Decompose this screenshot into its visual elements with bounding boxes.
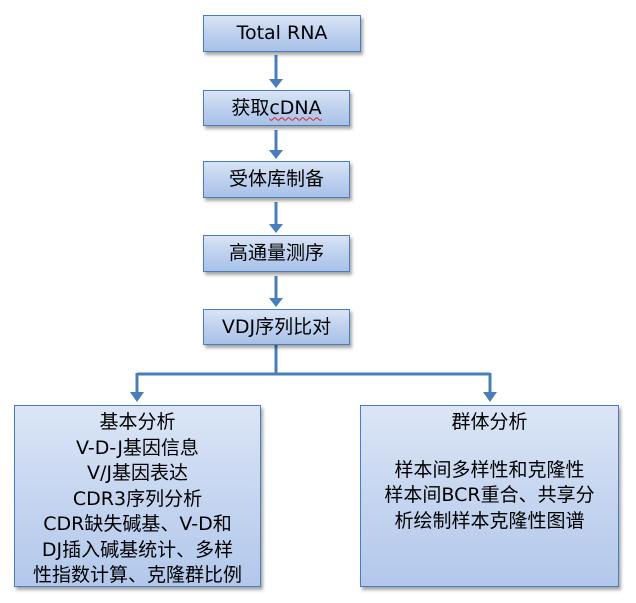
group-analysis-line: 样本间BCR重合、共享分 [384,484,595,506]
group-analysis-box: 群体分析 样本间多样性和克隆性 样本间BCR重合、共享分 析绘制样本克隆性图谱 [360,405,619,587]
step-vdj-alignment: VDJ序列比对 [203,309,350,345]
step-sequencing-label: 高通量测序 [228,242,324,264]
group-analysis-title: 群体分析 [451,411,528,433]
arrowhead-3 [269,224,283,233]
group-analysis-line: 析绘制样本克隆性图谱 [394,509,585,532]
arrowhead-4 [269,298,283,307]
basic-analysis-title: 基本分析 [99,411,176,433]
group-analysis-spacer [361,436,618,458]
basic-analysis-line: DJ插入碱基统计、多样 [41,538,234,561]
basic-analysis-line: V-D-J基因信息 [76,436,199,459]
branch-left-arrowhead [130,392,144,402]
step-total-rna-label: Total RNA [236,22,328,44]
basic-analysis-line: CDR3序列分析 [72,487,203,510]
step-receptor-library-label: 受体库制备 [228,168,324,190]
basic-analysis-line: 性指数计算、克隆群比例 [32,564,242,586]
step-receptor-library: 受体库制备 [203,161,350,198]
basic-analysis-line: V/J基因表达 [86,462,188,484]
arrowhead-1 [269,79,283,88]
step-total-rna: Total RNA [203,15,361,52]
arrowhead-2 [269,150,283,159]
step-vdj-alignment-label: VDJ序列比对 [221,315,332,338]
step-high-throughput-sequencing: 高通量测序 [203,235,350,272]
basic-analysis-box: 基本分析 V-D-J基因信息 V/J基因表达 CDR3序列分析 CDR缺失碱基、… [14,405,261,587]
step-get-cdna-term: cDNA [269,96,322,119]
basic-analysis-line: CDR缺失碱基、V-D和 [43,513,232,535]
branch-right-arrowhead [483,392,497,402]
group-analysis-line: 样本间多样性和克隆性 [394,458,585,481]
step-get-cdna-prefix: 获取 [231,96,270,119]
